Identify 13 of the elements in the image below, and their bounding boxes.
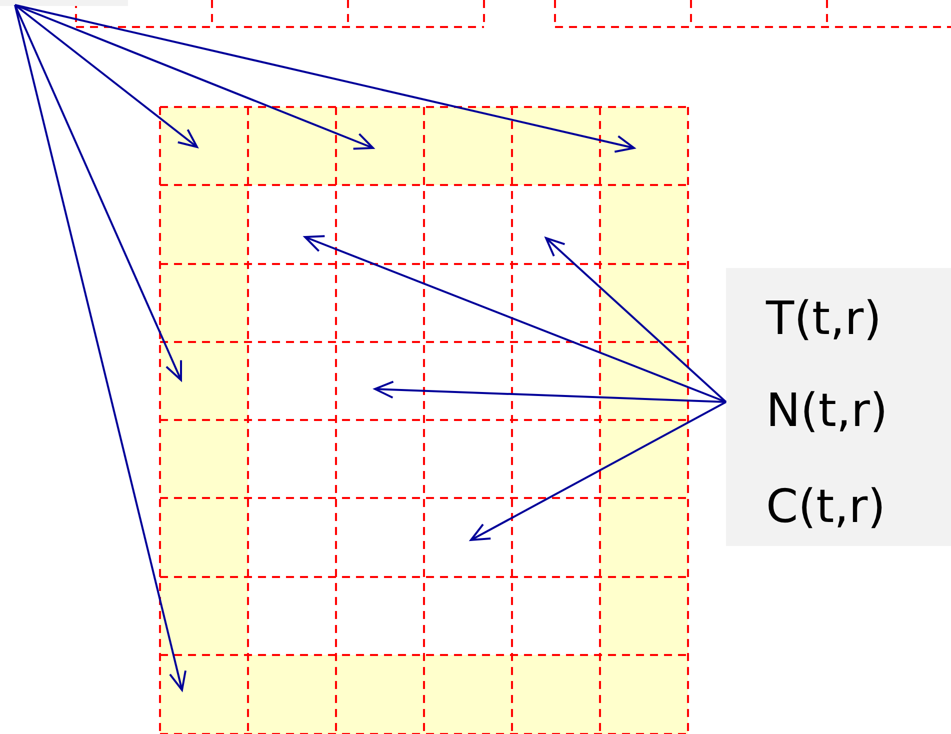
function-label: T(t,r): [766, 290, 882, 346]
arrow: [14, 4, 635, 153]
label-panel: [726, 268, 951, 546]
arrow: [14, 4, 186, 691]
function-label: N(t,r): [766, 382, 888, 438]
arrow: [470, 401, 726, 541]
arrow: [374, 380, 726, 403]
arrow: [14, 4, 182, 381]
arrow: [14, 4, 198, 148]
arrow: [545, 237, 727, 403]
source-box: [0, 0, 128, 6]
arrow: [14, 4, 374, 150]
function-label: C(t,r): [766, 478, 886, 534]
